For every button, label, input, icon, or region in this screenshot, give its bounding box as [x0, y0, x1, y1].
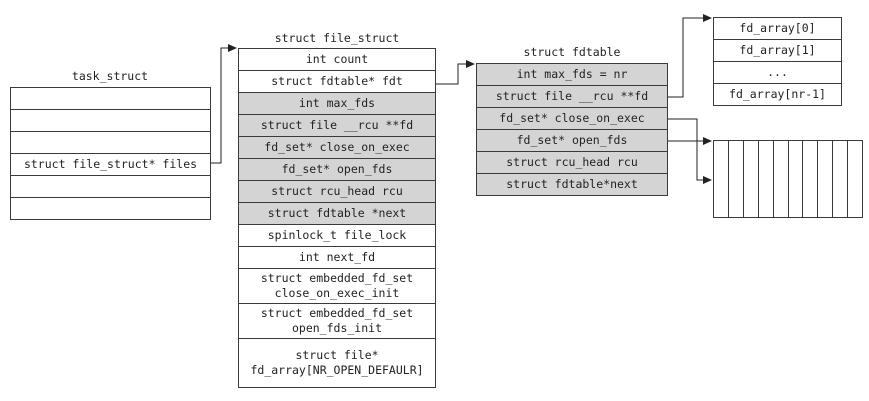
file-struct-field: fd_set* open_fds: [238, 158, 436, 181]
fd-array-slot: ...: [713, 61, 842, 84]
file-struct-field: fd_set* close_on_exec: [238, 136, 436, 159]
task-struct-title: task_struct: [71, 69, 149, 83]
fd-array-box: fd_array[0]fd_array[1]...fd_array[nr-1]: [713, 17, 842, 106]
file-struct-field: struct file __rcu **fd: [238, 114, 436, 137]
fdtable-title: struct fdtable: [523, 45, 621, 59]
fdtable-field: struct rcu_head rcu: [476, 151, 668, 174]
file-struct-field: struct file* fd_array[NR_OPEN_DEFAULR]: [238, 338, 436, 388]
task-struct-files-field: struct file_struct* files: [10, 153, 211, 176]
file-struct-field: int count: [238, 48, 436, 71]
fdtable-field: struct file __rcu **fd: [476, 85, 668, 108]
task-struct-row: [10, 109, 211, 132]
arrow-files-to-file-struct: [211, 44, 237, 164]
file-struct-field: int next_fd: [238, 246, 436, 269]
file-struct-title: struct file_struct: [274, 31, 400, 45]
file-struct-field: spinlock_t file_lock: [238, 224, 436, 247]
file-struct-field: int max_fds: [238, 92, 436, 115]
fdtable-field: fd_set* open_fds: [476, 129, 668, 152]
task-struct-row: [10, 175, 211, 198]
task-struct-row: [10, 87, 211, 110]
file-struct-field: struct embedded_fd_set open_fds_init: [238, 303, 436, 339]
arrow-fd-to-fd-array: [668, 14, 712, 98]
task-struct-row: [10, 131, 211, 154]
fdtable-field: fd_set* close_on_exec: [476, 107, 668, 130]
task-struct-row: [10, 197, 211, 220]
arrow-fdt-to-fdtable: [436, 60, 475, 85]
file-struct-field: struct fdtable *next: [238, 202, 436, 225]
task-struct-box: struct file_struct* files: [10, 87, 211, 220]
fd-array-slot: fd_array[1]: [713, 39, 842, 62]
fdtable-field: int max_fds = nr: [476, 63, 668, 86]
fd-array-slot: fd_array[nr-1]: [713, 83, 842, 106]
fdtable-field: struct fdtable*next: [476, 173, 668, 196]
file-struct-field: struct fdtable* fdt: [238, 70, 436, 93]
file-struct-field: struct embedded_fd_set close_on_exec_ini…: [238, 268, 436, 304]
file-struct-field: struct rcu_head rcu: [238, 180, 436, 203]
arrow-close-on-exec-to-bitmap: [668, 118, 712, 184]
fd-array-slot: fd_array[0]: [713, 17, 842, 40]
open-fds-bitmap: [713, 140, 863, 218]
